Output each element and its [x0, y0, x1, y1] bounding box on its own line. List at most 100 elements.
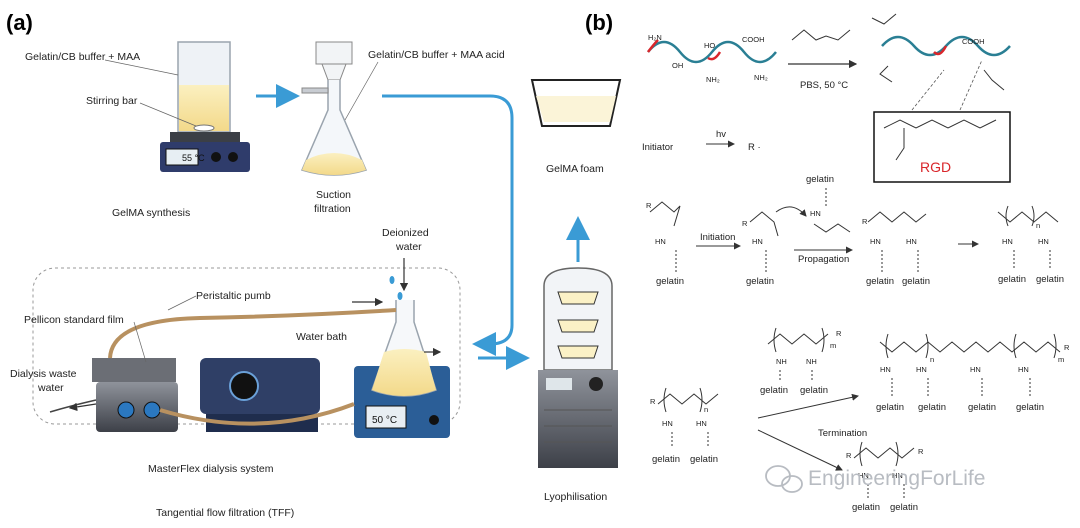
water-drop — [397, 292, 403, 300]
label-n: n — [1036, 221, 1040, 230]
label-r-2: R — [742, 219, 748, 228]
label-r-5: R — [650, 397, 656, 406]
label-termination: Termination — [818, 428, 867, 439]
leader-line — [344, 61, 379, 121]
label-gelatin-13: gelatin — [968, 402, 996, 413]
label-stirring-bar: Stirring bar — [86, 95, 138, 107]
label-water-bath: Water bath — [296, 331, 347, 343]
label-hn: HN — [655, 237, 666, 246]
label-filtration: filtration — [314, 203, 351, 215]
label-gelatin-15: gelatin — [852, 502, 880, 513]
label-suction: Suction — [316, 189, 351, 201]
label-hn-6: HN — [1002, 237, 1013, 246]
label-nh-1: NH — [776, 357, 787, 366]
rgd-box — [873, 111, 1011, 183]
monomer — [649, 201, 681, 227]
label-r-8: R — [918, 447, 924, 456]
waste-tube — [49, 399, 97, 413]
repeat-bracket — [885, 333, 929, 359]
label-nh2-a: NH₂ — [706, 75, 720, 84]
label-gelatin-10: gelatin — [690, 454, 718, 465]
label-n-2: n — [704, 405, 708, 414]
label-cooh: COOH — [742, 35, 765, 44]
label-gelatin-7: gelatin — [760, 385, 788, 396]
maa-structure — [791, 29, 851, 41]
panel-b-letter: (b) — [585, 10, 613, 35]
label-gelatin-1: gelatin — [656, 276, 684, 287]
foam-tray — [530, 79, 622, 127]
radical-monomer — [749, 211, 779, 237]
label-hn-9: HN — [696, 419, 707, 428]
label-gelatin-8: gelatin — [800, 385, 828, 396]
water-drop — [389, 276, 395, 284]
label-radical: R · — [748, 142, 761, 153]
label-hn-12: HN — [970, 365, 981, 374]
methacryl-group — [871, 13, 897, 25]
label-r-3: R — [862, 217, 868, 226]
rgd-label: RGD — [920, 159, 951, 175]
rgd-structure — [883, 119, 997, 129]
growing-chain — [867, 211, 927, 223]
label-gelatin-12: gelatin — [918, 402, 946, 413]
suction-flask — [300, 41, 368, 176]
rgd-sidechain — [895, 128, 905, 161]
label-gelatin-14: gelatin — [1016, 402, 1044, 413]
flow-arrow-to-tff — [382, 94, 514, 356]
water-bath-temp: 50 °C — [372, 415, 397, 426]
label-gelatin-maa: Gelatin/CB buffer + MAA — [25, 51, 140, 63]
methacryl-group — [983, 69, 1005, 91]
methacryl-group — [879, 65, 893, 83]
repeat-bracket — [663, 387, 703, 413]
label-r: R — [646, 201, 652, 210]
leader-line — [167, 295, 197, 311]
watermark-text: EngineeringForLife — [808, 467, 985, 490]
chain-segment — [933, 45, 948, 56]
waste-arrow — [68, 402, 97, 412]
label-gelatin-top: gelatin — [806, 174, 834, 185]
label-hn-15: HN — [892, 471, 903, 480]
label-gelatin-9: gelatin — [652, 454, 680, 465]
tubing — [159, 402, 355, 426]
terminated-chain — [853, 447, 915, 459]
repeat-bracket — [1005, 205, 1035, 227]
label-gelatin-16: gelatin — [890, 502, 918, 513]
label-ho: HO — [704, 41, 715, 50]
chain-n — [657, 393, 719, 405]
label-peristaltic: Peristaltic pumb — [196, 290, 271, 302]
disproportionation-arrow — [757, 429, 843, 471]
water-bath-flask — [371, 300, 437, 397]
combination-arrow — [757, 393, 859, 419]
dialysis-cartridge — [92, 358, 178, 432]
label-hn-7: HN — [1038, 237, 1049, 246]
label-h2n: H₂N — [648, 33, 662, 42]
label-gelatin-4: gelatin — [902, 276, 930, 287]
label-gelatin-6: gelatin — [1036, 274, 1064, 285]
label-initiation: Initiation — [700, 232, 735, 243]
label-hv: hv — [716, 129, 726, 140]
label-dialysis-waste: Dialysis waste — [10, 368, 77, 380]
label-hn-13: HN — [1018, 365, 1029, 374]
label-deionized: Deionized — [382, 227, 429, 239]
label-gelatin-2: gelatin — [746, 276, 774, 287]
label-nh-2: NH — [806, 357, 817, 366]
label-oh: OH — [672, 61, 683, 70]
label-gelatin-5: gelatin — [998, 274, 1026, 285]
label-r-7: R — [846, 451, 852, 460]
panel-a-letter: (a) — [6, 10, 33, 35]
label-hn-5: HN — [906, 237, 917, 246]
label-tff: Tangential flow filtration (TFF) — [156, 507, 294, 519]
hotplate-temp: 55 °C — [182, 153, 205, 163]
label-hn-3: HN — [810, 209, 821, 218]
label-pellicon: Pellicon standard film — [24, 314, 124, 326]
label-m: m — [830, 341, 836, 350]
label-pbs: PBS, 50 °C — [800, 80, 848, 91]
chain-segment — [707, 51, 722, 61]
label-gelatin-3: gelatin — [866, 276, 894, 287]
beaker-hotplate — [160, 41, 250, 172]
label-hn-10: HN — [880, 365, 891, 374]
label-hn-4: HN — [870, 237, 881, 246]
label-gelma-synthesis: GelMA synthesis — [112, 207, 190, 219]
label-masterflex: MasterFlex dialysis system — [148, 463, 274, 475]
gelatin-chain — [647, 40, 777, 64]
leader-line — [104, 59, 179, 76]
